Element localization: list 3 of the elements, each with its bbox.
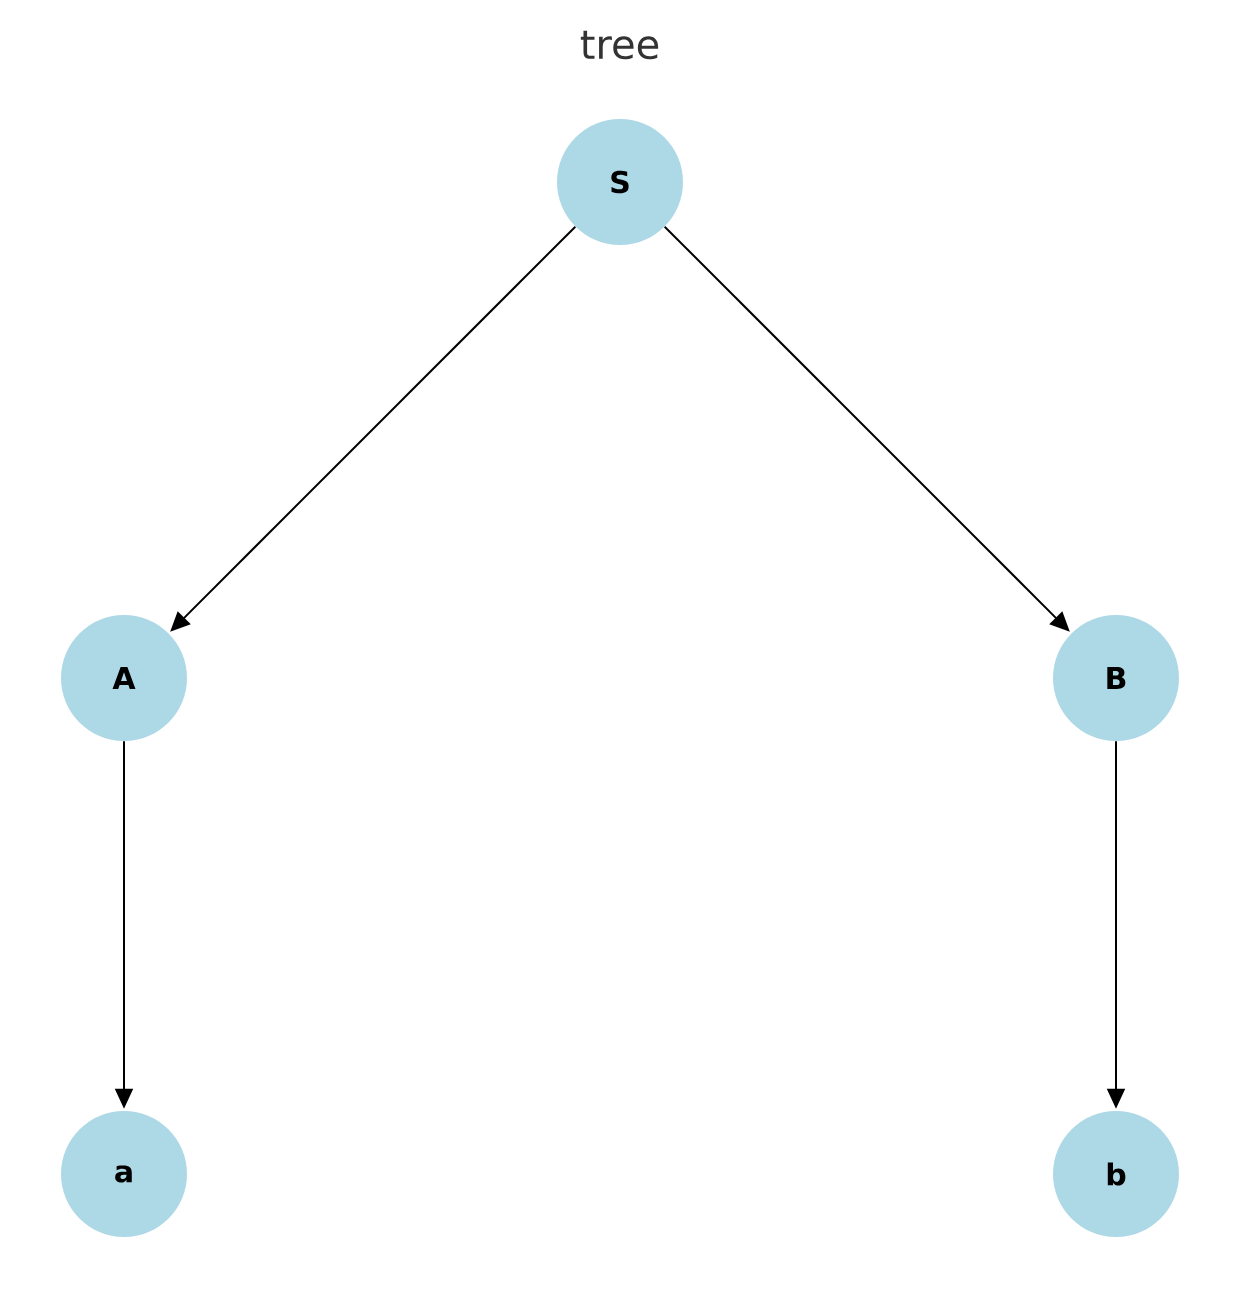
title: tree	[580, 30, 659, 60]
arrow	[663, 225, 1070, 632]
arrow	[170, 225, 577, 632]
